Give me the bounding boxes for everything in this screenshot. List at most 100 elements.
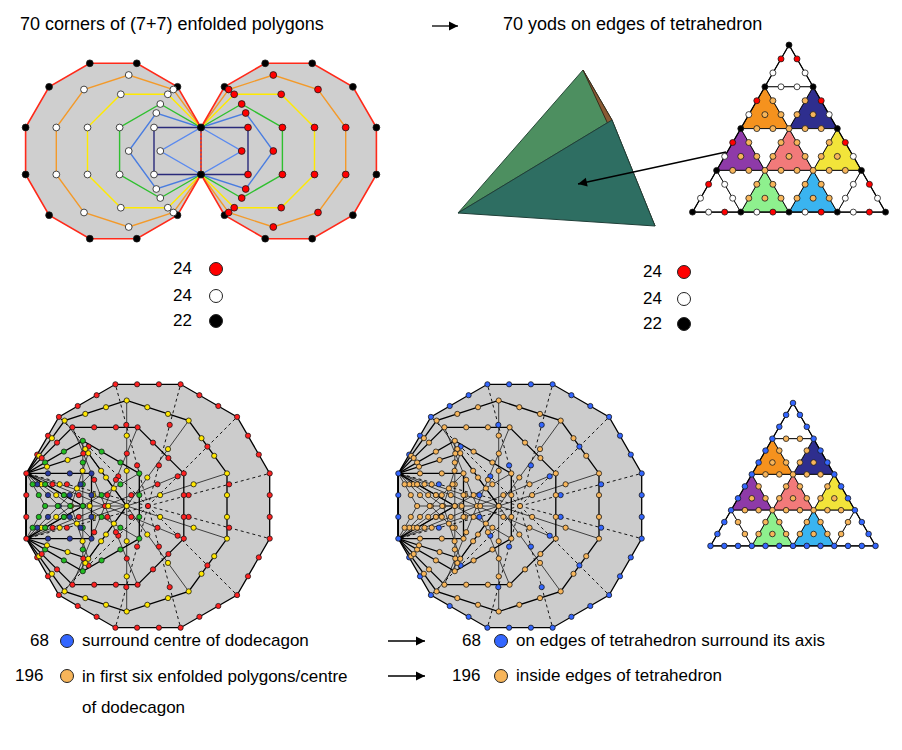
yod-dot — [490, 547, 495, 552]
small-triangle — [765, 170, 813, 212]
yod-dot — [156, 625, 161, 630]
yod-dot — [99, 539, 104, 544]
yod-dot — [124, 433, 129, 438]
yod-dot — [507, 582, 512, 587]
radial-line — [520, 506, 642, 539]
yod-dot — [135, 625, 140, 630]
radial-line — [45, 506, 83, 507]
yod-dot — [216, 403, 221, 408]
yod-dot — [509, 471, 514, 476]
radial-line — [59, 506, 148, 595]
yod-dot — [706, 209, 712, 215]
yod-dot — [157, 101, 164, 108]
yod-dot — [89, 471, 94, 476]
yod-dot — [496, 433, 501, 438]
yod-dot — [80, 468, 85, 473]
yod-dot — [191, 482, 196, 487]
arrow-head — [578, 178, 588, 187]
enfolded-polygon — [201, 75, 346, 227]
yod-dot — [118, 482, 123, 487]
radial-line — [127, 473, 227, 506]
yod-dot — [770, 531, 776, 537]
yod-dot — [151, 124, 158, 131]
yod-dot — [459, 503, 464, 508]
yod-dot — [471, 449, 476, 454]
enfolded-polygon — [201, 63, 376, 238]
yod-dot — [61, 514, 66, 519]
yod-dot — [45, 493, 50, 498]
yod-dot — [92, 477, 97, 482]
yod-dot — [455, 596, 460, 601]
yod-dot — [56, 414, 61, 419]
yod-dot — [61, 493, 66, 498]
yod-dot — [558, 418, 563, 423]
enfolded-polygon — [398, 453, 498, 559]
yod-dot — [845, 519, 851, 525]
yod-dot — [433, 493, 438, 498]
count-number: 196 — [15, 666, 43, 686]
yod-dot — [62, 589, 67, 594]
yod-dot — [125, 72, 132, 79]
yod-dot — [730, 140, 736, 146]
yod-dot — [883, 209, 889, 215]
yod-dot — [84, 171, 91, 178]
legend-swatch — [494, 634, 508, 648]
yod-dot — [804, 543, 810, 549]
yod-dot — [832, 543, 838, 549]
radial-line — [398, 473, 477, 506]
yod-dot — [639, 471, 644, 476]
yod-dot — [311, 171, 318, 178]
yod-dot — [794, 84, 800, 90]
yod-dot — [810, 195, 816, 201]
yod-dot — [117, 91, 124, 98]
legend-swatch — [677, 292, 691, 306]
small-triangle — [765, 87, 813, 129]
yod-dot — [166, 551, 171, 556]
yod-dot — [89, 493, 94, 498]
yod-dot — [834, 126, 840, 132]
yod-dot — [118, 547, 123, 552]
yod-dot — [129, 514, 134, 519]
yod-dot — [428, 414, 433, 419]
small-triangle — [789, 129, 837, 171]
yod-dot — [706, 181, 712, 187]
enfolded-polygon — [201, 113, 273, 189]
enfolded-polygon — [26, 453, 126, 559]
yod-dot — [45, 471, 50, 476]
yod-dot — [742, 484, 748, 490]
yod-dot — [749, 543, 755, 549]
yod-dot — [124, 451, 129, 456]
polygon-fill — [201, 63, 376, 238]
yod-dot — [783, 484, 789, 490]
yod-dot — [442, 425, 447, 430]
yod-dot — [783, 436, 789, 442]
radial-line — [105, 506, 138, 585]
yod-dot — [742, 531, 748, 537]
yod-dot — [522, 567, 527, 572]
legend-swatch — [677, 265, 691, 279]
yod-dot — [464, 530, 469, 535]
yod-dot — [396, 536, 401, 541]
yod-dot — [113, 625, 118, 630]
yod-dot — [437, 457, 442, 462]
yod-dot — [62, 418, 67, 423]
yod-dot — [714, 167, 720, 173]
yod-dot — [528, 625, 533, 630]
yod-dot — [628, 452, 633, 457]
radial-line — [477, 427, 510, 506]
yod-dot — [777, 543, 783, 549]
yod-dot — [67, 493, 72, 498]
enfolded-polygon — [398, 384, 641, 627]
yod-dot — [124, 539, 129, 544]
yod-dot — [722, 153, 728, 159]
yod-dot — [415, 482, 420, 487]
enfolded-polygon — [26, 427, 184, 584]
yod-dot — [441, 503, 446, 508]
yod-dot — [517, 475, 522, 480]
yod-dot — [754, 181, 760, 187]
small-triangle — [765, 45, 813, 87]
yod-dot — [596, 536, 601, 541]
yod-dot — [427, 503, 432, 508]
yod-dot — [783, 460, 789, 466]
yod-dot — [105, 514, 110, 519]
